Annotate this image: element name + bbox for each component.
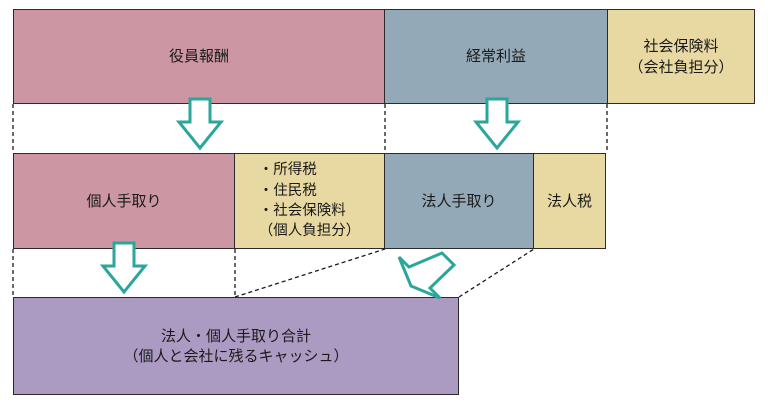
personal-taxes-box: ・所得税 ・住民税 ・社会保険料 （個人負担分） (234, 153, 385, 249)
personal-taxes-list: ・所得税 ・住民税 ・社会保険料 （個人負担分） (259, 160, 361, 241)
houjin-zei-box: 法人税 (533, 153, 606, 249)
down-arrow-icon (99, 241, 149, 295)
dashed-connector (234, 248, 386, 298)
total-line2: （個人と会社に残るキャッシュ） (123, 347, 349, 365)
shakai-hoken-company-line1: 社会保険料 (643, 37, 719, 56)
houjin-tedori-label: 法人手取り (421, 191, 497, 210)
keijou-rieki-label: 経常利益 (465, 47, 526, 66)
tax-item: ・社会保険料 (258, 203, 346, 219)
diagonal-arrow-icon (397, 251, 457, 300)
kojin-tedori-box: 個人手取り (13, 153, 235, 249)
down-arrow-icon (175, 97, 225, 151)
houjin-tedori-box: 法人手取り (384, 153, 534, 249)
dashed-connectors (12, 104, 608, 298)
total-line1: 法人・個人手取り合計 (160, 326, 311, 345)
kojin-tedori-label: 個人手取り (86, 191, 162, 210)
shakai-hoken-company-box: 社会保険料 （会社負担分） (607, 9, 755, 104)
dashed-connector (458, 248, 535, 298)
keijou-rieki-box: 経常利益 (384, 9, 608, 104)
tax-item: ・所得税 (258, 162, 317, 179)
shakai-hoken-company-line2: （会社負担分） (628, 57, 734, 76)
down-arrow-icon (472, 97, 522, 151)
shakai-hoken-company-text: 社会保険料 （会社負担分） (628, 36, 733, 77)
total-box: 法人・個人手取り合計 （個人と会社に残るキャッシュ） (13, 297, 459, 395)
tax-item: ・住民税 (258, 182, 317, 199)
yakuin-housyu-label: 役員報酬 (168, 47, 229, 66)
total-text: 法人・個人手取り合計 （個人と会社に残るキャッシュ） (123, 326, 348, 367)
tax-item: （個人負担分） (258, 223, 361, 240)
houjin-zei-label: 法人税 (546, 191, 592, 210)
yakuin-housyu-box: 役員報酬 (13, 9, 385, 104)
